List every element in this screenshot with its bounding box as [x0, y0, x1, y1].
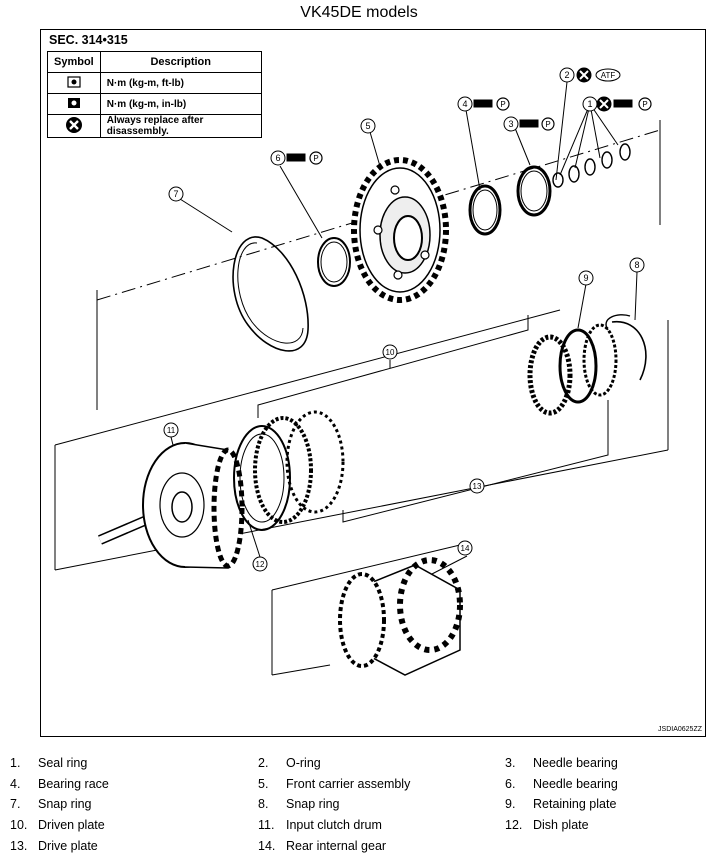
callout-8: 8 [629, 257, 645, 273]
svg-text:9: 9 [583, 273, 588, 283]
callout-12: 12 [252, 556, 268, 572]
svg-text:4: 4 [462, 99, 467, 109]
list-item: 12.Dish plate [505, 818, 589, 832]
torque-wrench-icon [286, 153, 306, 162]
callout-symbols [286, 67, 652, 165]
list-item: 5.Front carrier assembly [258, 777, 411, 791]
svg-text:13: 13 [473, 482, 482, 491]
svg-text:12: 12 [256, 560, 265, 569]
legend-desc-replace: Always replace after disassembly. [99, 114, 262, 138]
callout-13: 13 [469, 478, 485, 494]
petroleum-label: P [545, 120, 550, 129]
callout-10: 10 [382, 344, 398, 360]
svg-text:6: 6 [275, 153, 280, 163]
input-clutch-drum [98, 442, 245, 569]
list-item: 7.Snap ring [10, 797, 92, 811]
callout-1: 1 [582, 96, 598, 112]
petroleum-label: P [313, 154, 318, 163]
list-item: 8.Snap ring [258, 797, 340, 811]
section-label: SEC. 314•315 [49, 33, 128, 47]
o-ring [552, 172, 564, 188]
diagram-frame [40, 29, 706, 737]
petroleum-label: P [500, 100, 505, 109]
atf-label: ATF [601, 71, 616, 80]
front-carrier-assembly [351, 157, 449, 303]
list-item: 13.Drive plate [10, 839, 98, 853]
list-item: 4.Bearing race [10, 777, 109, 791]
callout-5: 5 [360, 118, 376, 134]
callout-7: 7 [168, 186, 184, 202]
petroleum-label: P [642, 100, 647, 109]
svg-text:5: 5 [365, 121, 370, 131]
svg-text:1: 1 [587, 99, 592, 109]
torque-wrench-icon [613, 99, 633, 108]
diagram-title: VK45DE models [300, 4, 418, 21]
list-item: 6.Needle bearing [505, 777, 618, 791]
callout-9: 9 [578, 270, 594, 286]
torque-wrench-icon [519, 119, 539, 128]
torque-wrench-icon [473, 99, 493, 108]
svg-text:11: 11 [167, 426, 176, 435]
list-item: 14.Rear internal gear [258, 839, 387, 853]
callout-6: 6 [270, 150, 286, 166]
always-replace-icon [47, 114, 101, 138]
callout-4: 4 [457, 96, 473, 112]
list-item: 1.Seal ring [10, 756, 88, 770]
svg-text:10: 10 [386, 348, 395, 357]
svg-text:3: 3 [508, 119, 513, 129]
callout-14: 14 [457, 540, 473, 556]
svg-text:14: 14 [461, 544, 470, 553]
callout-2: 2 [559, 67, 575, 83]
list-item: 2.O-ring [258, 756, 321, 770]
figure-code: JSDIA0625ZZ [658, 726, 702, 733]
list-item: 3.Needle bearing [505, 756, 618, 770]
rear-internal-gear [338, 557, 463, 676]
svg-text:8: 8 [634, 260, 639, 270]
callout-11: 11 [163, 422, 179, 438]
svg-text:7: 7 [173, 189, 178, 199]
list-item: 11.Input clutch drum [258, 818, 382, 832]
list-item: 9.Retaining plate [505, 797, 617, 811]
callout-3: 3 [503, 116, 519, 132]
svg-text:2: 2 [564, 70, 569, 80]
list-item: 10.Driven plate [10, 818, 105, 832]
symbol-legend: Symbol Description N·m (kg-m, ft-lb) N·m… [47, 51, 262, 138]
